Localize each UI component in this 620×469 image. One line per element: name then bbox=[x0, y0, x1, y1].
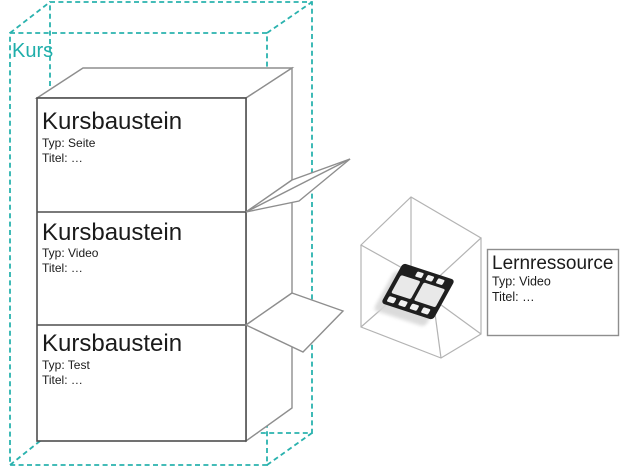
box-side-face bbox=[245, 66, 293, 443]
resource-card-border bbox=[486, 248, 620, 337]
course-dashed-cube bbox=[9, 1, 313, 466]
module-type-line: Typ: Test bbox=[42, 358, 90, 372]
resource-titel-line: Titel: … bbox=[492, 290, 535, 304]
course-label: Kurs bbox=[12, 40, 53, 62]
module-row-test: Kursbaustein Typ: Test Titel: … bbox=[42, 330, 182, 387]
resource-card: Lernressource Typ: Video Titel: … bbox=[486, 248, 620, 337]
film-strip-icon bbox=[382, 263, 454, 320]
module-titel-line: Titel: … bbox=[42, 151, 83, 165]
module-stack-box bbox=[34, 66, 295, 443]
film-frame bbox=[391, 275, 420, 299]
film-sprocket bbox=[425, 275, 435, 282]
film-sprocket bbox=[415, 271, 424, 279]
module-titel-line: Titel: … bbox=[42, 261, 83, 275]
box-front-face bbox=[36, 97, 247, 442]
film-sprocket bbox=[398, 300, 408, 307]
lower-flap bbox=[244, 292, 345, 353]
film-frame bbox=[414, 282, 445, 307]
module-title: Kursbaustein bbox=[42, 330, 182, 357]
resource-title: Lernressource bbox=[492, 253, 613, 274]
module-row-seite: Kursbaustein Typ: Seite Titel: … bbox=[42, 108, 182, 165]
film-sprocket bbox=[421, 307, 431, 315]
module-titel-line: Titel: … bbox=[42, 373, 83, 387]
module-type-line: Typ: Video bbox=[42, 246, 99, 260]
module-row-video: Kursbaustein Typ: Video Titel: … bbox=[42, 219, 182, 275]
box-front-dividers bbox=[37, 211, 246, 326]
dashed-cube-connectors bbox=[9, 1, 313, 466]
resource-type-line: Typ: Video bbox=[492, 275, 551, 289]
open-flaps bbox=[244, 158, 351, 353]
module-title: Kursbaustein bbox=[42, 219, 182, 246]
film-sprocket bbox=[409, 303, 419, 311]
upper-flap-crease bbox=[245, 158, 351, 213]
dashed-cube-front-face bbox=[9, 32, 268, 466]
film-sprocket bbox=[436, 278, 445, 285]
module-title: Kursbaustein bbox=[42, 108, 182, 135]
film-sprocket bbox=[387, 296, 397, 304]
module-type-line: Typ: Seite bbox=[42, 136, 96, 150]
